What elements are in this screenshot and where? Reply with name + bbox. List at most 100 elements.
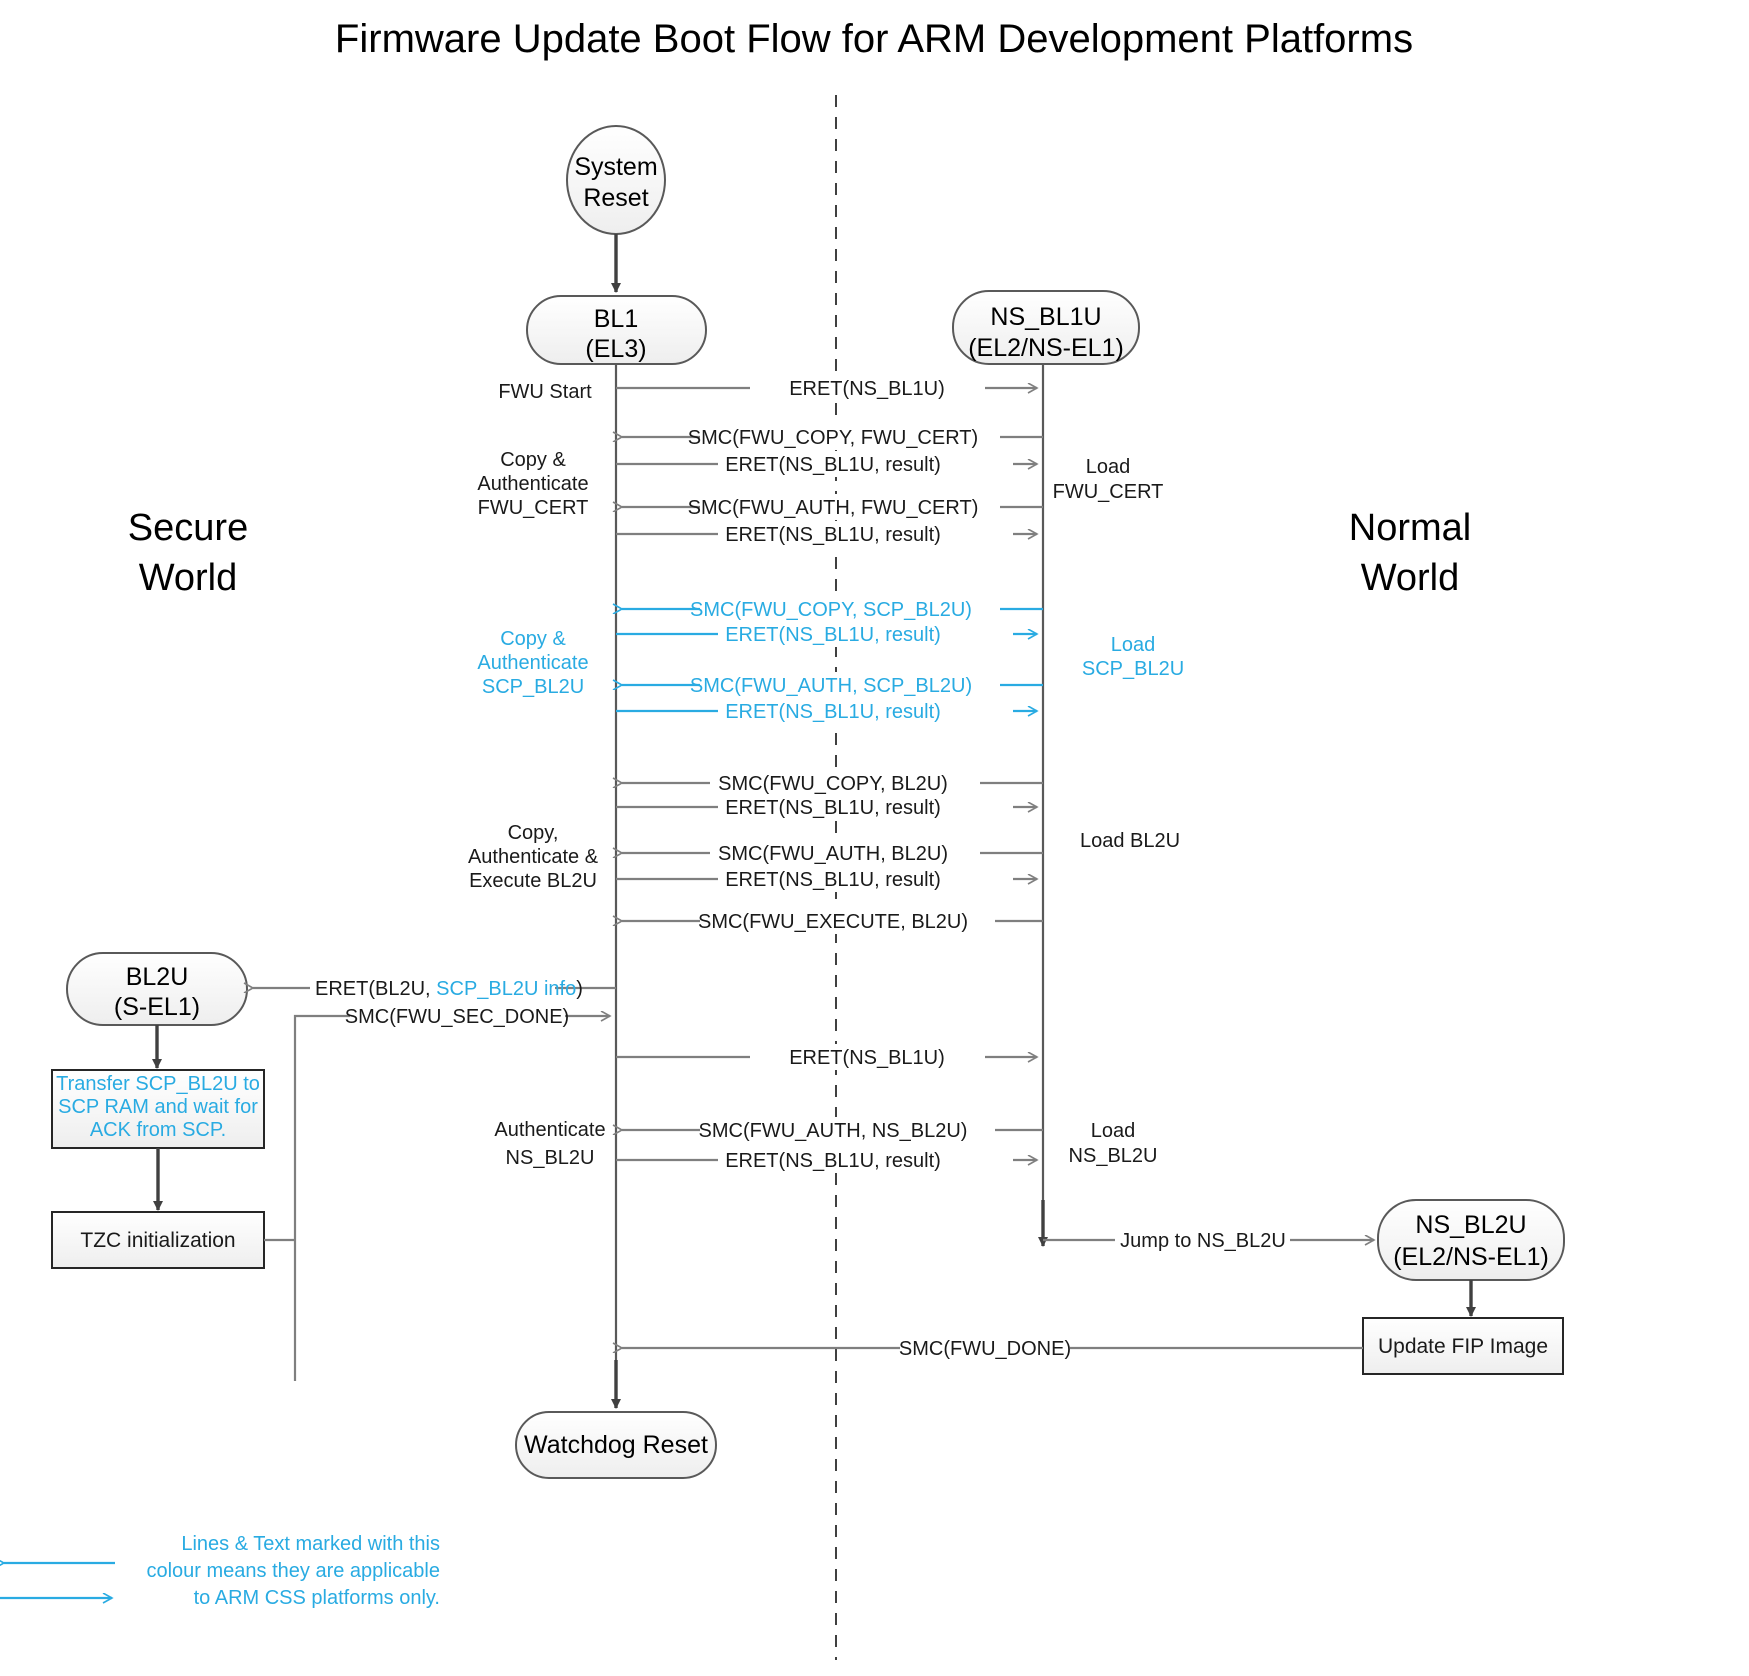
message-label-bg <box>718 698 1013 724</box>
right-label-load-ns-bl2u: Load NS_BL2U <box>1069 1120 1158 1167</box>
node-bl2u-line1: BL2U <box>126 963 189 991</box>
message-label: ERET(NS_BL1U, result) <box>725 624 941 646</box>
svg-text:Load: Load <box>1086 456 1131 478</box>
message-label-bg <box>700 908 995 934</box>
message-label-bg <box>718 621 1013 647</box>
svg-text:colour means they are applicab: colour means they are applicable <box>146 1560 440 1582</box>
normal-world-label: Normal World <box>1349 507 1471 599</box>
svg-text:Authenticate: Authenticate <box>477 652 588 674</box>
box-tzc-label: TZC initialization <box>80 1229 235 1252</box>
svg-text:to ARM CSS platforms only.: to ARM CSS platforms only. <box>194 1587 440 1609</box>
message-line-smc-fwu-sec-done <box>293 1016 610 1381</box>
svg-text:NS_BL2U: NS_BL2U <box>1069 1145 1158 1167</box>
svg-text:Authenticate &: Authenticate & <box>468 846 599 868</box>
node-bl1-line2: (EL3) <box>585 335 646 363</box>
message-label-bg <box>718 794 1013 820</box>
node-ns-bl1u[interactable] <box>952 290 1140 365</box>
node-watchdog-reset[interactable] <box>515 1411 717 1479</box>
node-bl2u-line2: (S-EL1) <box>114 993 200 1021</box>
message-label-jump-ns-bl2u: Jump to NS_BL2U <box>1120 1230 1286 1252</box>
message-label-bg <box>1115 1227 1290 1253</box>
svg-text:Authenticate: Authenticate <box>477 473 588 495</box>
message-label-bg <box>350 1003 565 1029</box>
message-label-bg <box>700 424 1000 450</box>
box-transfer-scp-line1: Transfer SCP_BL2U to <box>56 1073 260 1095</box>
svg-text:Load: Load <box>1091 1120 1136 1142</box>
message-label-bg <box>710 770 980 796</box>
secure-world-line1: Secure <box>128 507 248 549</box>
right-label-load-scp-bl2u: Load SCP_BL2U <box>1082 634 1184 680</box>
svg-text:Copy,: Copy, <box>508 822 559 844</box>
secure-world-line2: World <box>139 557 238 599</box>
message-label-bg <box>710 840 980 866</box>
page-title: Firmware Update Boot Flow for ARM Develo… <box>335 17 1413 61</box>
message-label: SMC(FWU_AUTH, SCP_BL2U) <box>690 675 972 697</box>
right-label-load-bl2u: Load BL2U <box>1080 830 1180 852</box>
message-label: ERET(NS_BL1U, result) <box>725 454 941 476</box>
message-label: SMC(FWU_EXECUTE, BL2U) <box>698 911 968 933</box>
left-label-copy-auth-exec-bl2u: Copy, Authenticate & Execute BL2U <box>468 822 599 892</box>
message-label-bg <box>900 1335 1070 1361</box>
node-ns-bl1u-line2: (EL2/NS-EL1) <box>968 334 1124 362</box>
svg-text:Authenticate: Authenticate <box>494 1119 605 1141</box>
message-label: SMC(FWU_COPY, SCP_BL2U) <box>690 599 972 621</box>
box-transfer-scp-line3: ACK from SCP. <box>90 1119 226 1141</box>
left-label-copy-auth-scp-bl2u: Copy & Authenticate SCP_BL2U <box>477 628 588 698</box>
message-label-smc-fwu-done: SMC(FWU_DONE) <box>899 1338 1071 1360</box>
message-label: ERET(NS_BL1U, result) <box>725 524 941 546</box>
svg-text:Copy &: Copy & <box>500 449 566 471</box>
svg-text:Copy &: Copy & <box>500 628 566 650</box>
right-label-load-fwu-cert: Load FWU_CERT <box>1053 456 1164 503</box>
svg-text:Execute BL2U: Execute BL2U <box>469 870 597 892</box>
box-transfer-scp[interactable] <box>51 1069 265 1149</box>
box-tzc-initialization[interactable] <box>51 1211 265 1269</box>
message-label: ERET(NS_BL1U) <box>789 1047 945 1069</box>
svg-text:SCP_BL2U: SCP_BL2U <box>1082 658 1184 680</box>
message-label-bg <box>310 975 555 1001</box>
node-system-reset-line1: System <box>574 153 657 181</box>
svg-text:FWU_CERT: FWU_CERT <box>1053 481 1164 503</box>
node-ns-bl2u-line1: NS_BL2U <box>1415 1211 1526 1239</box>
message-label: SMC(FWU_COPY, FWU_CERT) <box>688 427 978 449</box>
message-label-bg <box>718 1147 1013 1173</box>
box-update-fip-label: Update FIP Image <box>1378 1335 1548 1358</box>
message-label-bg <box>718 521 1013 547</box>
message-label: ERET(NS_BL1U) <box>789 378 945 400</box>
message-label-bg <box>750 1044 985 1070</box>
box-transfer-scp-line2: SCP RAM and wait for <box>58 1096 258 1118</box>
svg-text:Load: Load <box>1111 634 1156 656</box>
node-ns-bl2u-line2: (EL2/NS-EL1) <box>1393 1243 1549 1271</box>
normal-world-line1: Normal <box>1349 507 1471 549</box>
svg-text:Lines & Text marked with this: Lines & Text marked with this <box>181 1533 440 1555</box>
left-label-authenticate-ns-bl2u: Authenticate NS_BL2U <box>494 1119 605 1169</box>
node-bl1-line1: BL1 <box>594 305 638 333</box>
message-label: SMC(FWU_COPY, BL2U) <box>718 773 948 795</box>
node-bl1[interactable] <box>526 295 707 365</box>
legend-text: Lines & Text marked with this colour mea… <box>146 1533 440 1609</box>
message-label-bg <box>700 596 1000 622</box>
message-label-bg <box>700 672 1000 698</box>
svg-text:SCP_BL2U: SCP_BL2U <box>482 676 584 698</box>
message-label-bg <box>750 375 985 401</box>
message-label-bg <box>700 494 1000 520</box>
node-system-reset-line2: Reset <box>583 184 648 212</box>
message-label: SMC(FWU_AUTH, NS_BL2U) <box>699 1120 968 1142</box>
message-label-eret-bl2u: ERET(BL2U, SCP_BL2U info) <box>315 978 583 1000</box>
message-label-smc-fwu-sec-done: SMC(FWU_SEC_DONE) <box>345 1006 569 1028</box>
message-label: ERET(NS_BL1U, result) <box>725 1150 941 1172</box>
message-label-bg <box>700 1117 995 1143</box>
svg-text:NS_BL2U: NS_BL2U <box>506 1147 595 1169</box>
message-label: ERET(NS_BL1U, result) <box>725 701 941 723</box>
secure-world-label: Secure World <box>128 507 248 599</box>
svg-text:FWU_CERT: FWU_CERT <box>478 497 589 519</box>
box-update-fip-image[interactable] <box>1362 1317 1564 1375</box>
message-label: SMC(FWU_AUTH, FWU_CERT) <box>688 497 979 519</box>
left-label-fwu-start: FWU Start <box>498 381 592 403</box>
message-label: SMC(FWU_AUTH, BL2U) <box>718 843 948 865</box>
node-ns-bl1u-line1: NS_BL1U <box>990 303 1101 331</box>
message-label: ERET(NS_BL1U, result) <box>725 797 941 819</box>
node-watchdog-label: Watchdog Reset <box>524 1431 708 1459</box>
message-label-bg <box>718 866 1013 892</box>
